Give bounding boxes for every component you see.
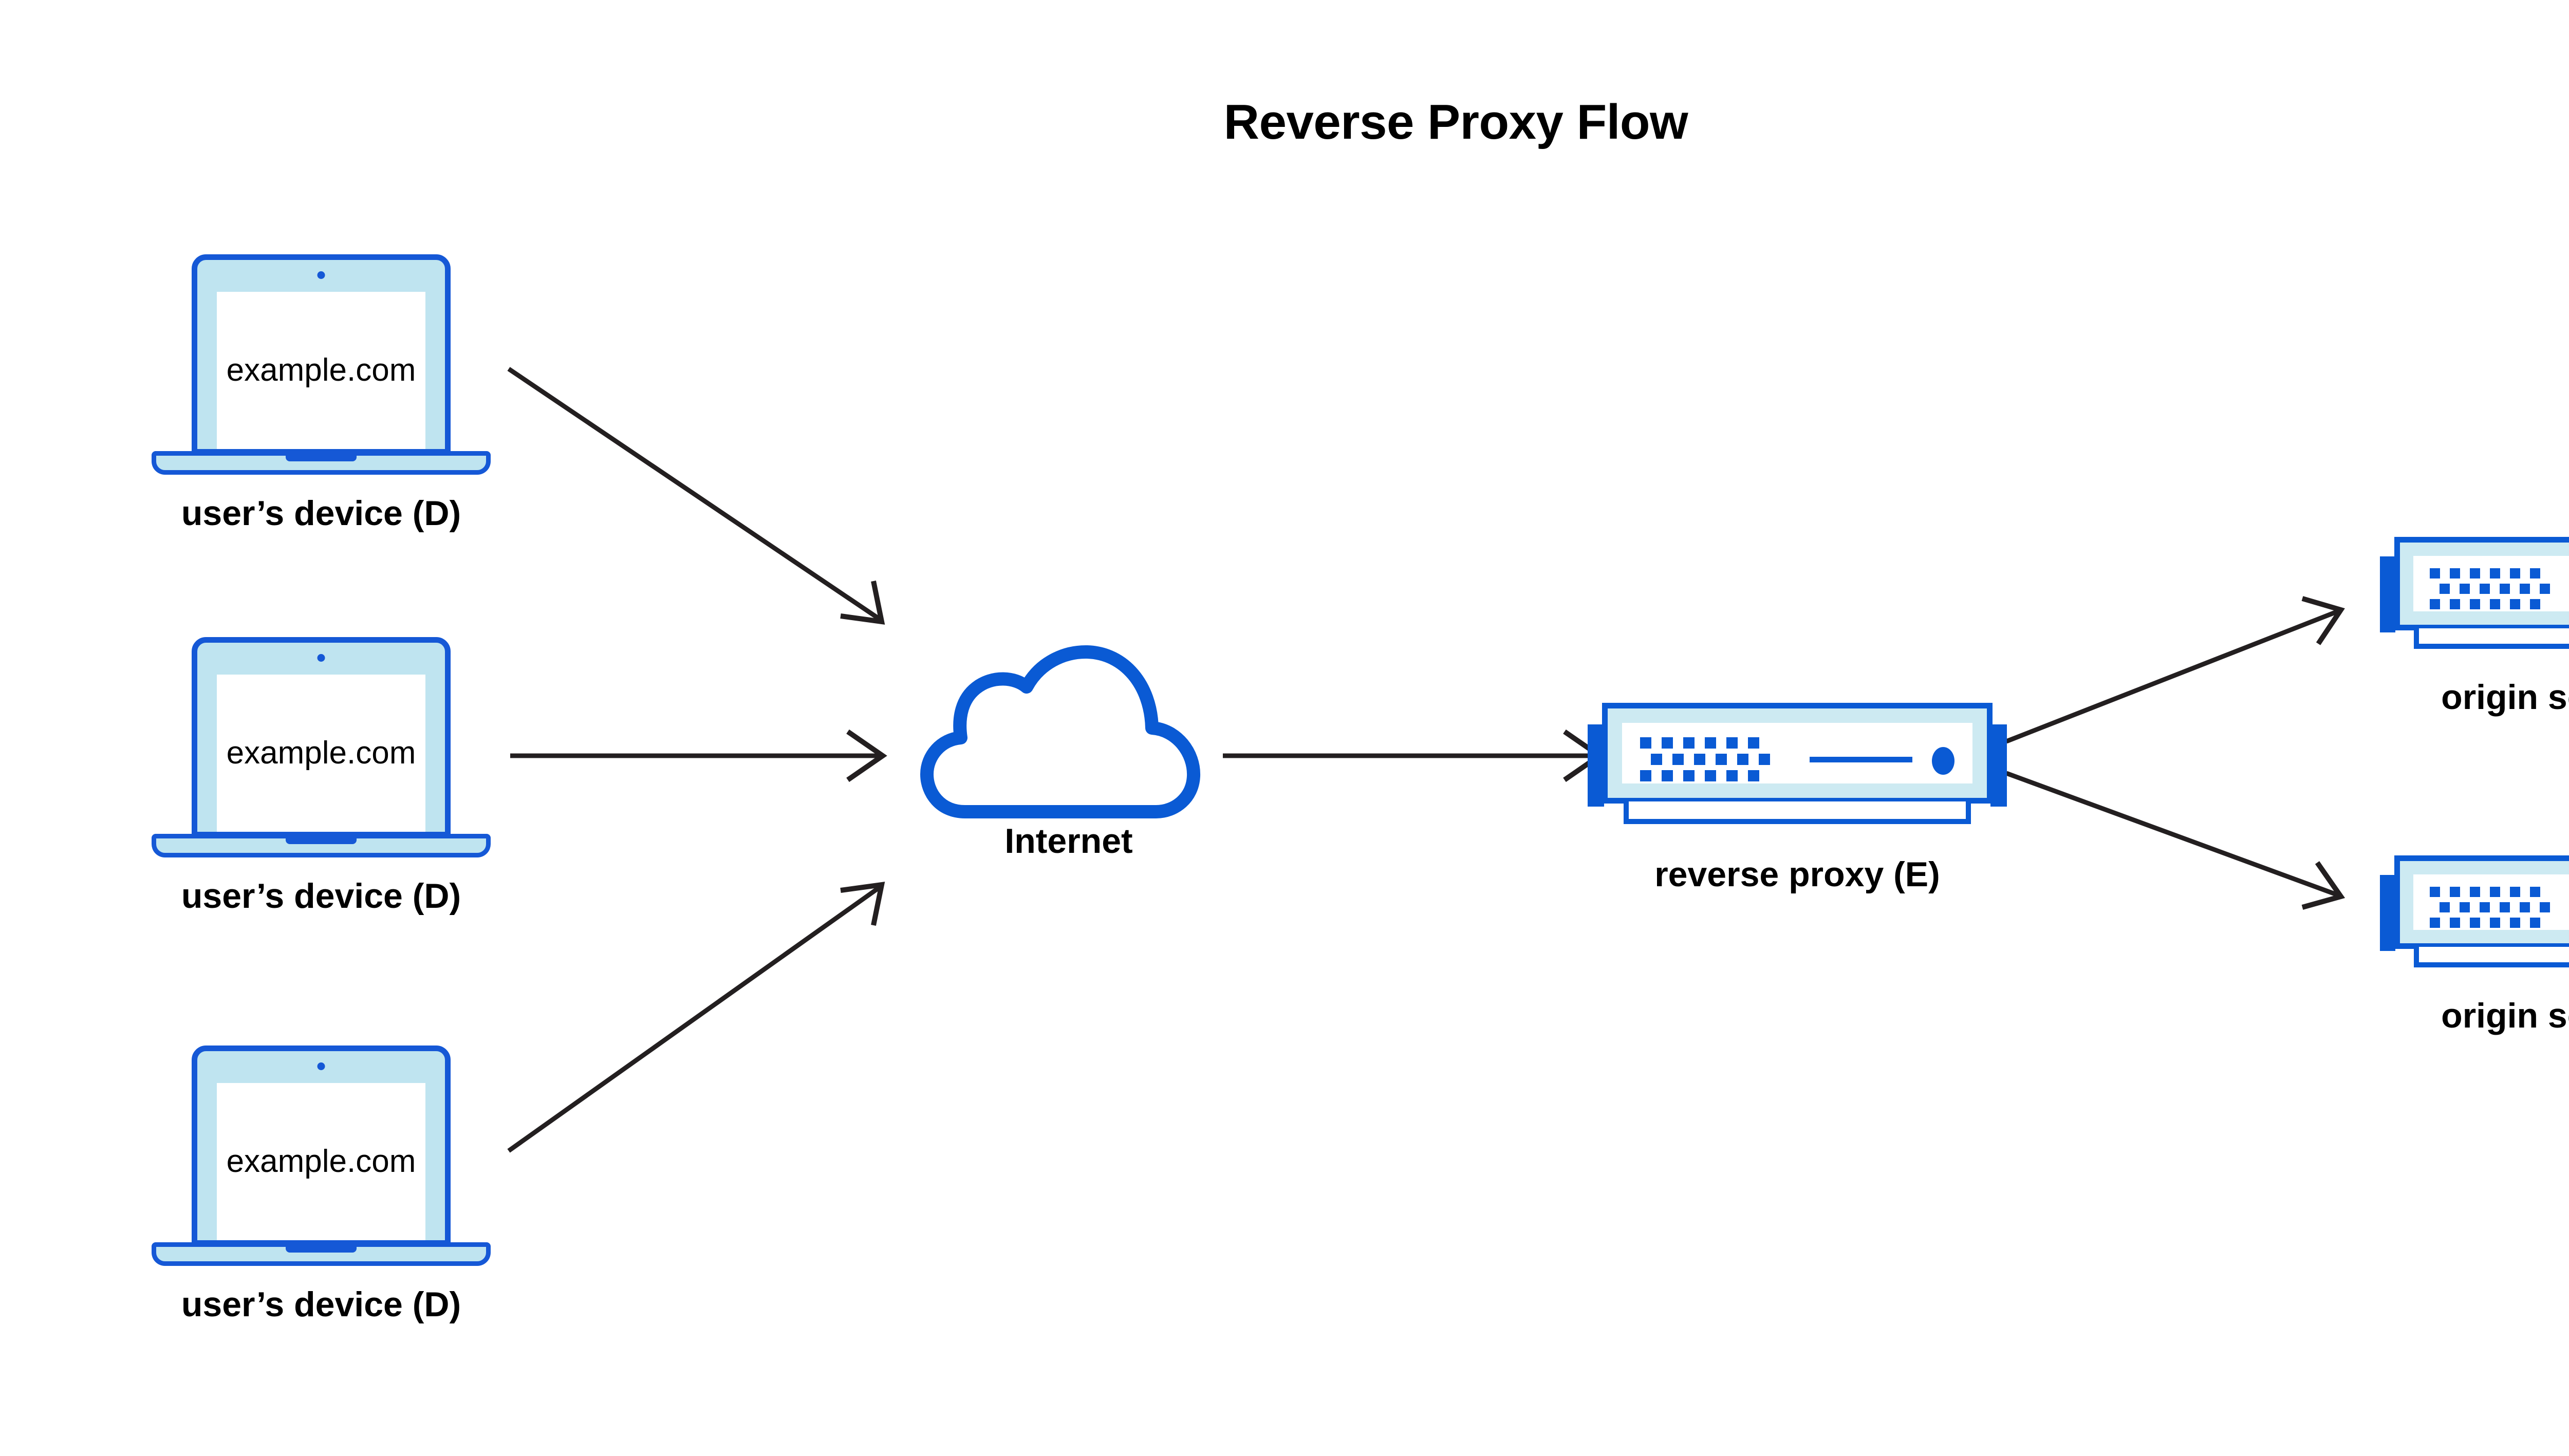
node-origin-server-bottom[interactable]: origin server (F): [2380, 855, 2569, 1033]
arrow-reverse-proxy-to-origin-top: [2005, 596, 2345, 744]
server-led-indicator: [1932, 747, 1954, 775]
laptop-camera-icon: [317, 271, 325, 279]
caption-origin-server-top: origin server (F): [2441, 678, 2569, 717]
server-chassis: [1602, 703, 1993, 804]
laptop-icon: example.com: [152, 1046, 491, 1266]
page-title: Reverse Proxy Flow: [1223, 95, 1688, 150]
arrow-device-middle-to-internet: [510, 729, 887, 782]
server-foot: [2414, 947, 2569, 967]
laptop-icon: example.com: [152, 254, 491, 475]
laptop-lid: example.com: [192, 637, 451, 837]
node-origin-server-top[interactable]: origin server (F): [2380, 537, 2569, 715]
node-internet[interactable]: Internet: [920, 645, 1218, 858]
server-tab-left: [2380, 875, 2395, 951]
laptop-notch: [286, 1246, 357, 1253]
laptop-screen: example.com: [217, 292, 425, 449]
server-port-grid: [1640, 737, 1770, 781]
browser-url-text: example.com: [226, 352, 416, 388]
laptop-screen: example.com: [217, 675, 425, 832]
caption-origin-server-bottom: origin server (F): [2441, 996, 2569, 1035]
server-icon: [1588, 703, 2007, 824]
laptop-camera-icon: [317, 1062, 325, 1070]
server-icon: [2380, 537, 2569, 649]
server-icon: [2380, 855, 2569, 967]
server-foot: [2414, 628, 2569, 649]
laptop-icon: example.com: [152, 637, 491, 858]
caption-internet: Internet: [1004, 822, 1133, 861]
node-user-device-top[interactable]: example.com user’s device (D): [152, 254, 491, 531]
laptop-base: [152, 834, 491, 857]
caption-user-device-bottom: user’s device (D): [181, 1285, 461, 1324]
node-reverse-proxy[interactable]: reverse proxy (E): [1588, 703, 2007, 892]
server-port-grid: [2430, 568, 2550, 609]
laptop-lid: example.com: [192, 1046, 451, 1246]
server-front-panel: [1622, 723, 1972, 783]
laptop-notch: [286, 837, 357, 844]
arrow-reverse-proxy-to-origin-bottom: [2005, 771, 2345, 910]
server-status-line: [1810, 757, 1912, 762]
node-user-device-bottom[interactable]: example.com user’s device (D): [152, 1046, 491, 1322]
server-front-panel: [2413, 874, 2569, 930]
server-tab-left: [1588, 724, 1604, 807]
server-tab-left: [2380, 556, 2395, 632]
cloud-icon: [920, 645, 1201, 818]
laptop-notch: [286, 455, 357, 461]
server-port-grid: [2430, 887, 2550, 928]
caption-user-device-top: user’s device (D): [181, 494, 461, 533]
browser-url-text: example.com: [226, 735, 416, 771]
server-front-panel: [2413, 556, 2569, 611]
laptop-camera-icon: [317, 654, 325, 662]
caption-reverse-proxy: reverse proxy (E): [1654, 855, 1940, 894]
browser-url-text: example.com: [226, 1144, 416, 1179]
server-chassis: [2394, 855, 2569, 949]
arrow-internet-to-reverse-proxy: [1223, 729, 1604, 782]
server-foot: [1624, 801, 1971, 824]
laptop-screen: example.com: [217, 1083, 425, 1240]
laptop-base: [152, 1242, 491, 1266]
node-user-device-middle[interactable]: example.com user’s device (D): [152, 637, 491, 913]
caption-user-device-middle: user’s device (D): [181, 876, 461, 916]
laptop-base: [152, 451, 491, 475]
arrow-device-bottom-to-internet: [507, 882, 885, 1153]
server-tab-right: [1990, 724, 2007, 807]
arrow-device-top-to-internet: [507, 367, 885, 625]
laptop-lid: example.com: [192, 254, 451, 455]
server-chassis: [2394, 537, 2569, 630]
